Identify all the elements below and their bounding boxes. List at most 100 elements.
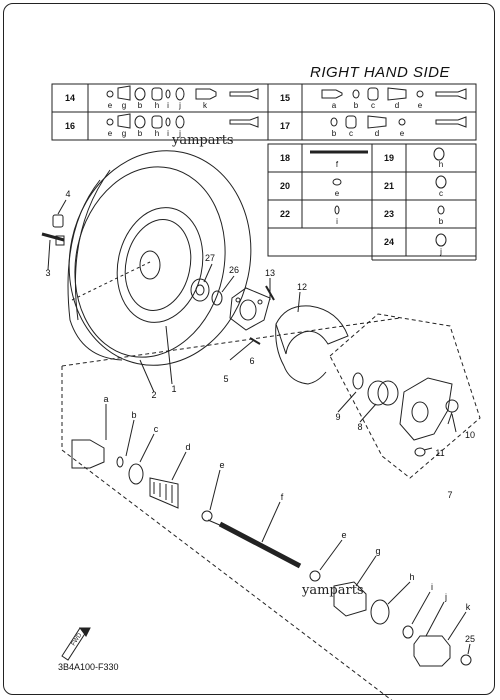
watermark: yamparts bbox=[302, 583, 364, 598]
kit-14-letter: i bbox=[167, 101, 169, 110]
callout-2: 2 bbox=[151, 390, 156, 400]
kit-16-letter: j bbox=[178, 129, 181, 138]
wheel-stud bbox=[41, 232, 65, 246]
outer-cv-joint bbox=[71, 439, 105, 469]
ball-joint bbox=[445, 399, 459, 425]
kit-15-parts-icons bbox=[321, 87, 467, 101]
kit-15-letter: d bbox=[395, 101, 399, 110]
label-g: g bbox=[375, 546, 380, 556]
cv-boot bbox=[149, 477, 179, 509]
drive-shaft bbox=[207, 519, 302, 569]
table-row-20-number: 20 bbox=[280, 181, 290, 191]
kit-17-letter: d bbox=[375, 129, 379, 138]
wheel-hub bbox=[229, 287, 271, 331]
inner-cv-joint bbox=[333, 581, 367, 617]
callout-10: 10 bbox=[465, 430, 475, 440]
part-22-letter: i bbox=[336, 217, 338, 226]
fwd-arrow-icon bbox=[61, 627, 91, 661]
kit-15-letter: a bbox=[332, 101, 337, 110]
table-row-22-number: 22 bbox=[280, 209, 290, 219]
table-row-23-number: 23 bbox=[384, 209, 394, 219]
driveshaft-group-box bbox=[61, 317, 401, 700]
knuckle-bearing bbox=[367, 380, 399, 406]
callout-1: 1 bbox=[171, 384, 176, 394]
leader-lines bbox=[47, 199, 471, 655]
kit-14-letter: k bbox=[203, 101, 208, 110]
wheel-nut bbox=[52, 214, 64, 228]
part-18-letter: f bbox=[336, 160, 339, 169]
inner-joint-housing bbox=[413, 635, 451, 667]
kit-14-letter: g bbox=[122, 101, 126, 110]
kit-14-parts-icons bbox=[106, 85, 259, 101]
kit-16-letter: b bbox=[138, 129, 143, 138]
label-f: f bbox=[281, 492, 284, 502]
kit-16-letter: i bbox=[167, 129, 169, 138]
callout-3: 3 bbox=[45, 268, 50, 278]
kit-15-letter: e bbox=[418, 101, 423, 110]
callout-26: 26 bbox=[229, 265, 239, 275]
kit-17-letter: b bbox=[332, 129, 337, 138]
kit-16-letter: h bbox=[155, 129, 159, 138]
table-row-16-number: 16 bbox=[65, 121, 75, 131]
kit-17-letter: e bbox=[400, 129, 405, 138]
kit-16-letter: e bbox=[108, 129, 113, 138]
table-row-17-number: 17 bbox=[280, 121, 290, 131]
label-h: h bbox=[409, 572, 414, 582]
callout-9: 9 bbox=[335, 412, 340, 422]
callout-27: 27 bbox=[205, 253, 215, 263]
table-row-24-number: 24 bbox=[384, 237, 394, 247]
callout-11: 11 bbox=[435, 448, 444, 458]
small-boot-band bbox=[201, 510, 213, 522]
kit-16-letter: g bbox=[122, 129, 126, 138]
page-title: RIGHT HAND SIDE bbox=[310, 64, 451, 81]
label-d: d bbox=[185, 442, 190, 452]
callout-8: 8 bbox=[357, 422, 362, 432]
callout-5: 5 bbox=[223, 374, 228, 384]
callout-7: 7 bbox=[447, 490, 452, 500]
circlip-b bbox=[116, 456, 124, 468]
o-ring bbox=[402, 625, 414, 639]
kit-14-letter: b bbox=[138, 101, 143, 110]
diagram-code: 3B4A100-F330 bbox=[58, 662, 119, 672]
callout-25: 25 bbox=[465, 634, 475, 644]
label-b: b bbox=[131, 410, 136, 420]
callout-6: 6 bbox=[249, 356, 254, 366]
wheel-bearing bbox=[190, 278, 210, 302]
drawing-frame bbox=[3, 3, 495, 695]
kit-14-letter: j bbox=[178, 101, 181, 110]
table-row-14-number: 14 bbox=[65, 93, 75, 103]
label-j: j bbox=[444, 592, 447, 602]
table-row-15-number: 15 bbox=[280, 93, 290, 103]
single-part-icons bbox=[310, 147, 447, 247]
part-21-letter: c bbox=[439, 189, 443, 198]
part-20-letter: e bbox=[335, 189, 340, 198]
circlip bbox=[352, 372, 364, 390]
kit-15-letter: c bbox=[371, 101, 375, 110]
callout-4: 4 bbox=[65, 189, 70, 199]
kit-17-parts-icons bbox=[330, 115, 467, 129]
label-k: k bbox=[466, 602, 471, 612]
kit-14-letter: e bbox=[108, 101, 113, 110]
dust-seal bbox=[211, 290, 223, 306]
kit-17-letter: c bbox=[349, 129, 353, 138]
inner-boot-band bbox=[309, 570, 321, 582]
brake-disc-shield bbox=[275, 305, 349, 385]
label-e-inner: e bbox=[341, 530, 346, 540]
kit-14-letter: h bbox=[155, 101, 159, 110]
callout-13: 13 bbox=[265, 268, 275, 278]
boot-band bbox=[128, 463, 144, 485]
label-i: i bbox=[431, 582, 433, 592]
part-19-letter: h bbox=[439, 160, 443, 169]
cotter-nut bbox=[414, 447, 426, 457]
part-23-letter: b bbox=[439, 217, 444, 226]
part-24-letter: j bbox=[439, 247, 442, 256]
kit-16-parts-icons bbox=[106, 113, 259, 129]
table-row-19-number: 19 bbox=[384, 153, 394, 163]
tire-assembly bbox=[67, 150, 252, 366]
kit-15-letter: b bbox=[354, 101, 359, 110]
parts-kit-table bbox=[51, 83, 477, 261]
inner-boot bbox=[370, 599, 390, 625]
label-e: e bbox=[219, 460, 224, 470]
seal-ring bbox=[460, 654, 472, 666]
